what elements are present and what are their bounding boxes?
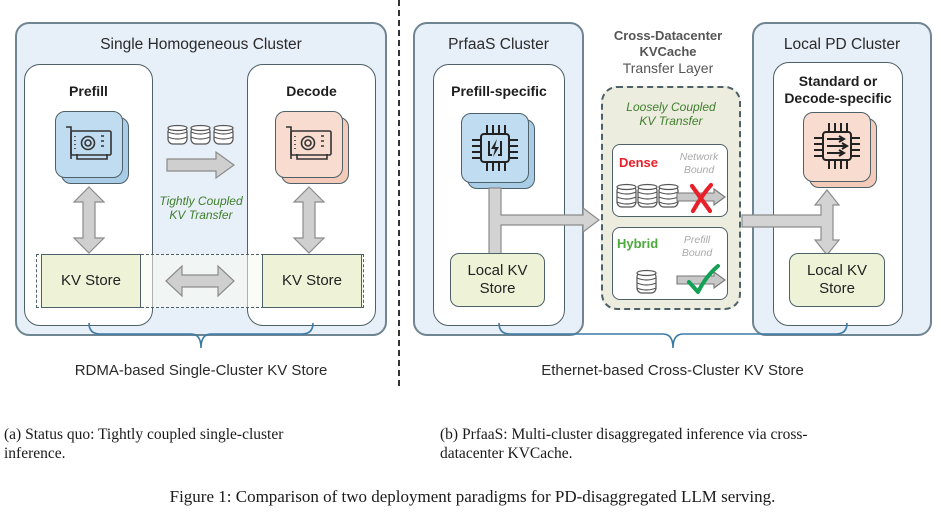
dense-label: Dense (619, 155, 659, 170)
local-pd-cluster-title: Local PD Cluster (783, 36, 901, 53)
tightly-coupled-line2: KV Transfer (169, 208, 233, 222)
caption-b-line2: datacenter KVCache. (440, 445, 573, 462)
kv-store-double-arrow (165, 264, 235, 298)
dense-kv-database-icons (616, 183, 679, 208)
transfer-layer-line2: KVCache (639, 44, 697, 59)
caption-b-line1: (b) PrfaaS: Multi-cluster disaggregated … (440, 426, 808, 443)
gpu-card-icon (286, 126, 332, 160)
ethernet-brace (498, 322, 848, 349)
decode-pipe-arrow (741, 189, 841, 256)
transfer-layer-line3: Transfer Layer (622, 60, 714, 76)
caption-a: (a) Status quo: Tightly coupled single-c… (4, 425, 384, 463)
rdma-kv-store-label: RDMA-based Single-Cluster KV Store (74, 362, 328, 379)
processor-lightning-icon (472, 125, 518, 171)
single-cluster-title: Single Homogeneous Cluster (100, 36, 302, 53)
decode-label: Decode (286, 83, 337, 99)
prefill-bound-line1: Prefill (683, 234, 711, 246)
transfer-layer-title: Cross-Datacenter KVCache Transfer Layer (588, 28, 748, 76)
caption-a-line2: inference. (4, 445, 66, 462)
hybrid-kv-database-icon (636, 269, 657, 294)
local-kv-right-line2: Store (819, 280, 855, 297)
red-x-icon (689, 182, 714, 214)
hybrid-transfer-box (612, 227, 728, 300)
prefill-pipe-arrow (488, 187, 600, 260)
caption-a-line1: (a) Status quo: Tightly coupled single-c… (4, 426, 284, 443)
loosely-coupled-line1: Loosely Coupled (626, 100, 716, 114)
prefill-label: Prefill (69, 83, 108, 99)
tightly-coupled-label: Tightly Coupled KV Transfer (140, 194, 262, 222)
local-kv-right-line1: Local KV (806, 262, 868, 279)
decode-specific-label: Standard or Decode-specific (773, 73, 903, 107)
decode-specific-line1: Standard or (798, 73, 878, 89)
kv-transfer-arrow (166, 150, 236, 180)
decode-specific-line2: Decode-specific (784, 90, 892, 106)
decode-kv-double-arrow (292, 186, 326, 254)
local-kv-store-left: Local KV Store (450, 253, 545, 307)
tightly-coupled-line1: Tightly Coupled (159, 194, 243, 208)
local-kv-left-line1: Local KV (467, 262, 528, 279)
gpu-card-icon (66, 126, 112, 160)
kv-store-left: KV Store (41, 254, 141, 308)
kv-cache-database-icons (167, 124, 234, 145)
processor-arrows-icon (814, 123, 860, 169)
hybrid-label: Hybrid (617, 236, 659, 251)
ethernet-kv-store-label: Ethernet-based Cross-Cluster KV Store (541, 362, 804, 379)
loosely-coupled-line2: KV Transfer (639, 114, 703, 128)
loosely-coupled-label: Loosely Coupled KV Transfer (601, 100, 741, 128)
local-kv-left-line2: Store (479, 280, 516, 297)
transfer-layer-line1: Cross-Datacenter (613, 28, 723, 43)
kv-store-right: KV Store (262, 254, 362, 308)
rdma-brace (88, 322, 314, 349)
local-kv-store-right: Local KV Store (789, 253, 885, 307)
prfaas-cluster-title: PrfaaS Cluster (448, 36, 549, 53)
prefill-bound-label: Prefill Bound (672, 234, 722, 260)
network-bound-label: Network Bound (672, 151, 726, 177)
prefill-specific-label: Prefill-specific (451, 83, 547, 99)
network-bound-line1: Network (679, 151, 719, 163)
network-bound-line2: Bound (683, 164, 715, 176)
prefill-kv-double-arrow (72, 186, 106, 254)
panel-divider (398, 0, 400, 386)
prefill-bound-line2: Bound (681, 247, 713, 259)
figure-caption: Figure 1: Comparison of two deployment p… (169, 487, 776, 506)
green-check-icon (687, 264, 720, 294)
caption-b: (b) PrfaaS: Multi-cluster disaggregated … (440, 425, 945, 463)
